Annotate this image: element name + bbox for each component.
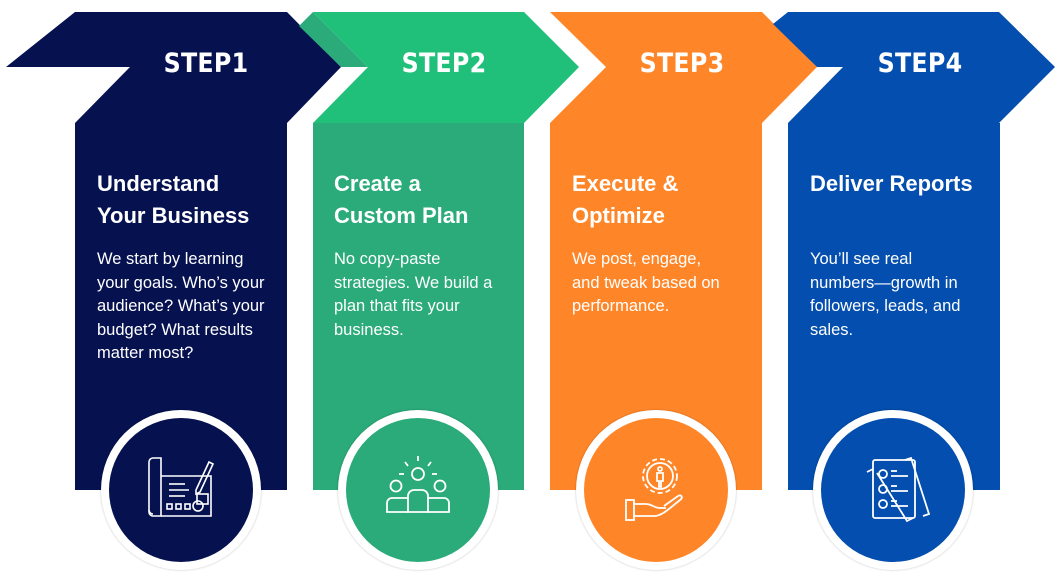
step4-body: You’ll see real numbers—growth in follow… [810,250,961,339]
step2-content: Create a Custom Plan No copy-paste strat… [334,168,504,342]
checklist-report-icon [866,456,931,523]
step4-content: Deliver Reports You’ll see real numbers—… [810,168,990,342]
step1-body: We start by learning your goals. Who’s y… [97,250,265,362]
hand-gear-icon [625,458,683,521]
step4-icon-badge [813,410,973,570]
step3-title: Execute & Optimize [572,171,679,228]
step1-icon-badge [101,410,261,570]
step1-label: STEP1 [163,48,249,79]
step2-fold [299,12,368,67]
step2-icon-badge [338,410,498,570]
step3-arrow [550,12,817,123]
blueprint-pencil-icon [148,457,215,517]
step1-arrow [6,12,341,123]
step4-title: Deliver Reports [810,171,973,196]
step3-label: STEP3 [639,48,725,79]
step3-content: Execute & Optimize We post, engage, and … [572,168,742,319]
step1-content: Understand Your Business We start by lea… [97,168,267,366]
step4-label: STEP4 [877,48,963,79]
step2-title: Create a Custom Plan [334,171,469,228]
step2-arrow [313,12,579,123]
team-idea-icon [386,456,450,513]
step4-arrow [773,12,1055,123]
step1-title: Understand Your Business [97,171,250,228]
step2-label: STEP2 [401,48,487,79]
step2-body: No copy-paste strategies. We build a pla… [334,250,493,339]
step3-body: We post, engage, and tweak based on perf… [572,250,720,315]
step3-icon-badge [576,410,736,570]
